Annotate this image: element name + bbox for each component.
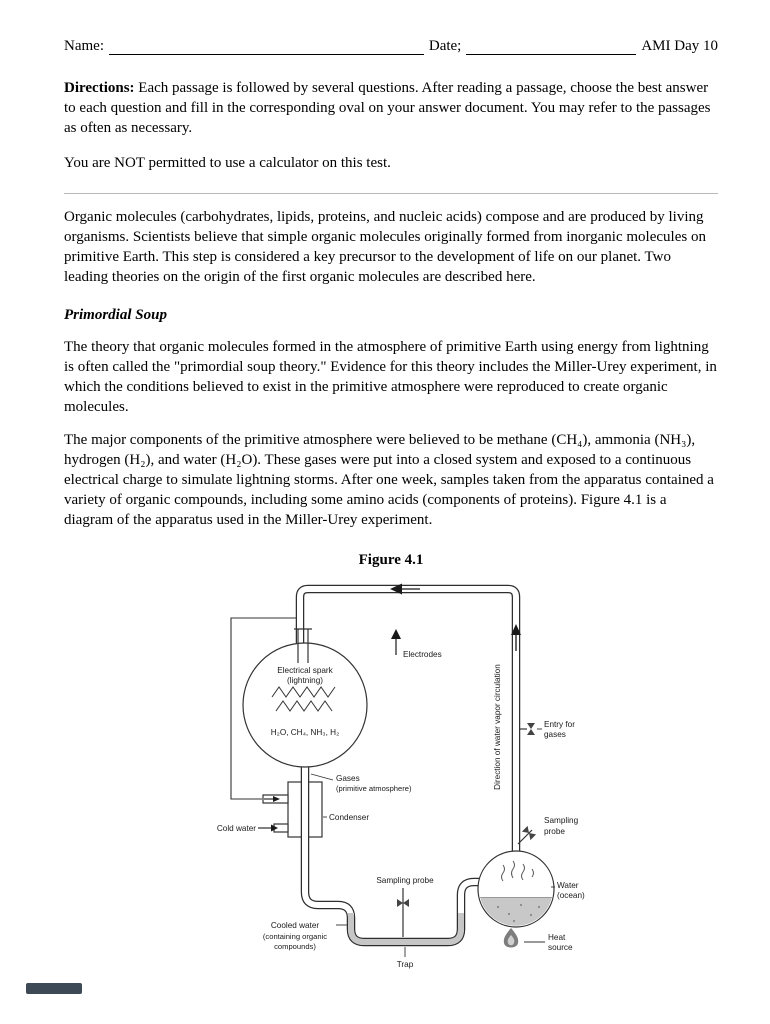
worksheet: Name: Date; AMI Day 10 Directions: Each …: [64, 38, 718, 986]
cold-water-label: Cold water: [217, 824, 256, 833]
water-ocean-label-2: (ocean): [557, 891, 585, 900]
valve-icon: [527, 722, 535, 729]
gases-label-1: Gases: [336, 774, 360, 783]
gases-callout: Gases (primitive atmosphere): [310, 773, 412, 793]
condenser-callout: Condenser: [323, 813, 369, 822]
spark-zigzag-2: [275, 699, 333, 712]
sampling-probe-bottom: Sampling probe: [376, 876, 434, 937]
water-ocean-label-1: Water: [557, 881, 579, 890]
date-blank-line: [466, 38, 637, 55]
name-label: Name:: [64, 38, 104, 54]
calculator-note: You are NOT permitted to use a calculato…: [64, 154, 391, 171]
direction-label: Direction of water vapor circulation: [493, 664, 502, 790]
figure-diagram: Electrical spark (lightning) H₂O, CH₄, N…: [64, 577, 718, 986]
steam-marks: [501, 860, 534, 882]
cold-water-callout: Cold water: [217, 824, 278, 833]
entry-for-gases-label-1: Entry for: [544, 720, 575, 729]
directions-paragraph: Directions: Each passage is followed by …: [64, 79, 718, 139]
ami-day-label: AMI Day 10: [641, 38, 718, 54]
cooled-water-label-1: Cooled water: [271, 921, 320, 930]
passage-paragraph-2: The theory that organic molecules formed…: [64, 339, 717, 416]
header-row: Name: Date; AMI Day 10: [64, 38, 718, 55]
sampling-probe-right-label-2: probe: [544, 827, 565, 836]
cooled-water-label-2: (containing organic: [263, 932, 327, 941]
sampling-probe-right-label-1: Sampling: [544, 816, 579, 825]
valve-icon: [521, 825, 529, 833]
spark-flask: Electrical spark (lightning) H₂O, CH₄, N…: [242, 628, 368, 768]
sampling-probe-right: Sampling probe: [517, 816, 579, 845]
passage-paragraph-1: Organic molecules (carbohydrates, lipids…: [64, 208, 706, 285]
electrical-spark-label-2: (lightning): [287, 676, 323, 685]
miller-urey-apparatus: Electrical spark (lightning) H₂O, CH₄, N…: [217, 583, 585, 969]
cooled-water-callout: Cooled water (containing organic compoun…: [263, 921, 348, 951]
directions-text: Each passage is followed by several ques…: [64, 80, 711, 136]
boiling-flask: [477, 850, 555, 928]
cold-water-outlet-arrow: [264, 795, 280, 802]
valve-icon: [397, 898, 403, 907]
spark-zigzag-1: [271, 685, 336, 698]
footer-logo: [26, 983, 82, 994]
trap-liquid: [348, 912, 464, 945]
sampling-probe-bottom-label: Sampling probe: [376, 876, 434, 885]
heat-source-label-2: source: [548, 943, 573, 952]
figure-title: Figure 4.1: [358, 551, 424, 568]
cold-water-outlet-pipe: [230, 617, 298, 800]
electrodes-label: Electrodes: [403, 650, 442, 659]
electrodes-callout: Electrodes: [391, 628, 442, 659]
date-label: Date;: [428, 38, 462, 54]
condenser-label: Condenser: [329, 813, 369, 822]
entry-for-gases-valve: Entry for gases: [519, 720, 575, 739]
heat-source: Heat source: [503, 927, 573, 952]
directions-label: Directions:: [64, 80, 135, 96]
trap-callout: Trap: [397, 946, 414, 969]
flow-arrow-right-tube: [511, 623, 521, 651]
name-blank-line: [108, 38, 424, 55]
trap-label: Trap: [397, 960, 414, 969]
ocean-water: [479, 896, 553, 926]
section-heading: Primordial Soup: [64, 306, 167, 323]
passage-paragraph-3: The major components of the primitive at…: [64, 432, 714, 528]
electrical-spark-label-1: Electrical spark: [277, 666, 333, 675]
water-ocean-callout: Water (ocean): [551, 881, 585, 900]
entry-for-gases-label-2: gases: [544, 730, 566, 739]
flow-arrow-top: [390, 583, 420, 595]
divider: [64, 192, 718, 194]
heat-source-label-1: Heat: [548, 933, 566, 942]
gases-label-2: (primitive atmosphere): [336, 784, 412, 793]
cooled-water-label-3: compounds): [274, 942, 316, 951]
flask-gases-formula: H₂O, CH₄, NH₃, H₂: [271, 728, 340, 737]
